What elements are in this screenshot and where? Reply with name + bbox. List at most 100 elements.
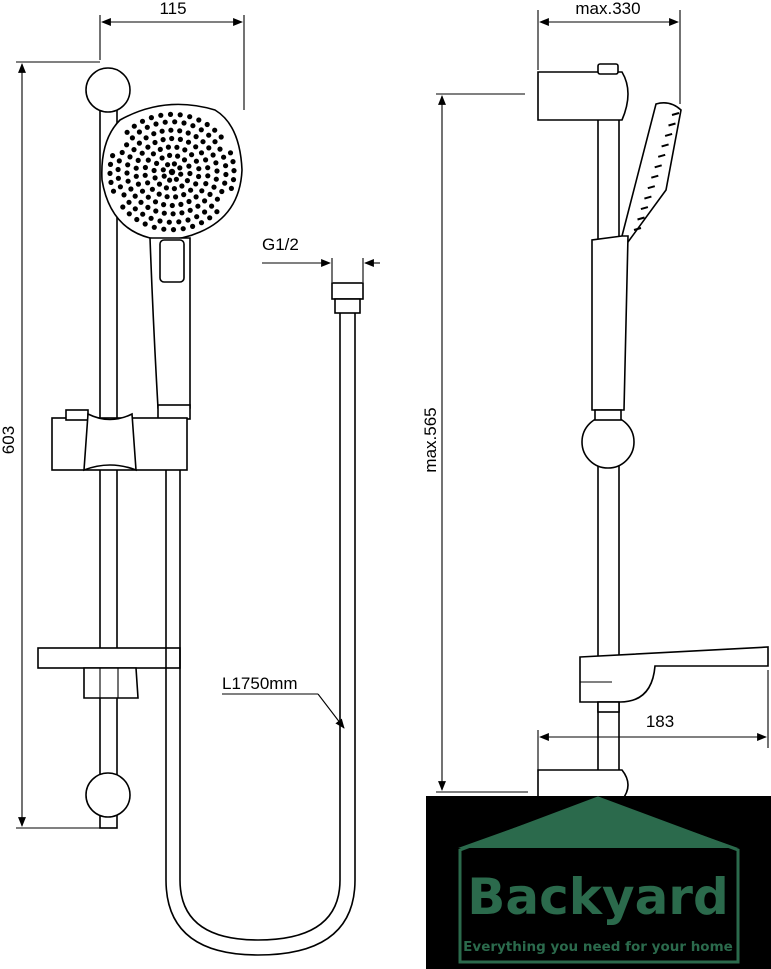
nozzle-dot	[179, 210, 185, 216]
side-nozzle-mark	[664, 132, 673, 137]
nozzle-dot	[121, 192, 127, 198]
nozzle-dot	[140, 211, 146, 217]
nozzle-dot	[205, 165, 211, 171]
nozzle-dot	[177, 128, 183, 134]
nozzle-dot	[207, 191, 213, 197]
nozzle-dot	[189, 152, 195, 158]
nozzle-dot	[156, 191, 162, 197]
nozzle-dot	[165, 144, 171, 150]
nozzle-dot	[194, 214, 200, 220]
nozzle-dot	[161, 202, 167, 208]
nozzle-dot	[199, 188, 205, 194]
nozzle-dot	[198, 150, 205, 156]
side-nozzle-marks	[633, 112, 680, 231]
nozzle-dot	[178, 171, 184, 177]
nozzle-dot	[214, 209, 220, 215]
nozzle-dot	[187, 114, 193, 120]
nozzle-dot	[151, 224, 157, 230]
side-nozzle-mark	[637, 216, 645, 221]
nozzle-dot	[193, 134, 199, 140]
front-slider-knob	[83, 412, 137, 472]
nozzle-dot	[126, 211, 132, 217]
nozzle-dot	[202, 209, 208, 215]
dim-thread: G1/2	[262, 235, 299, 254]
nozzle-dot	[181, 192, 187, 198]
nozzle-dot	[119, 149, 125, 156]
nozzle-dot	[185, 217, 191, 223]
nozzle-dot	[202, 198, 208, 204]
nozzle-dot	[184, 178, 190, 184]
front-handle-cuff	[157, 404, 191, 420]
nozzle-dot	[157, 218, 163, 224]
nozzle-dot	[124, 129, 130, 135]
nozzle-dot	[142, 221, 148, 227]
hose-outer-line	[165, 300, 356, 956]
nozzle-dot	[107, 161, 114, 167]
nozzle-dot	[174, 144, 180, 150]
nozzle-dot	[136, 129, 142, 135]
logo-roof	[458, 798, 738, 848]
nozzle-dot	[132, 206, 138, 212]
nozzle-dot	[125, 162, 131, 168]
nozzle-dot	[181, 120, 187, 126]
nozzle-dot	[204, 121, 210, 128]
nozzle-dot	[198, 127, 204, 133]
side-nozzle-mark	[668, 122, 676, 127]
nozzle-dot	[157, 146, 163, 152]
nozzle-dot	[198, 220, 205, 226]
nozzle-dot	[168, 127, 174, 133]
nozzle-dot	[145, 157, 151, 163]
nozzle-dot	[145, 204, 151, 210]
dim-hose-length: L1750mm	[222, 674, 298, 693]
dim-side-max-width: max.330	[575, 0, 640, 18]
nozzle-dot	[131, 123, 137, 129]
nozzle-dot	[161, 226, 167, 232]
nozzle-dot	[156, 181, 163, 187]
nozzle-dot	[136, 140, 142, 146]
nozzle-dot	[214, 196, 220, 202]
nozzle-dot	[124, 142, 130, 148]
nozzle-dot	[152, 199, 159, 205]
nozzle-dot	[165, 162, 171, 168]
nozzle-dot	[188, 187, 194, 193]
nozzle-dot	[125, 178, 131, 184]
nozzle-dot	[129, 135, 135, 141]
nozzle-dot	[176, 219, 182, 225]
nozzle-dot	[211, 184, 217, 190]
nozzle-dot	[200, 139, 206, 145]
nozzle-dot	[177, 165, 183, 171]
nozzle-dot	[115, 166, 121, 173]
nozzle-dot	[196, 173, 202, 180]
nozzle-dot	[151, 131, 157, 137]
nozzle-dot	[181, 157, 188, 163]
hose-connector-nut	[331, 282, 364, 300]
nozzle-dot	[196, 117, 202, 123]
hose-connector-sleeve	[334, 298, 361, 314]
nozzle-dot	[210, 152, 216, 158]
nozzle-dot	[139, 188, 146, 194]
nozzle-dot	[185, 139, 192, 145]
nozzle-dot	[142, 172, 148, 178]
nozzle-dot	[116, 158, 122, 164]
nozzle-dot	[126, 199, 132, 205]
nozzle-dot	[110, 188, 117, 194]
nozzle-dot	[138, 199, 144, 205]
nozzle-dot	[212, 139, 218, 145]
nozzle-dot	[213, 176, 219, 182]
nozzle-dot	[179, 183, 185, 189]
nozzle-dot	[193, 194, 199, 200]
nozzle-dot	[162, 119, 168, 125]
nozzle-dot	[169, 202, 175, 209]
nozzle-dot	[127, 154, 133, 160]
nozzle-dot	[145, 180, 151, 186]
nozzle-dot	[166, 219, 172, 225]
nozzle-dot	[163, 185, 169, 191]
nozzle-dot	[173, 194, 179, 200]
nozzle-dot	[128, 186, 134, 192]
nozzle-dot	[217, 146, 223, 152]
nozzle-dot	[219, 188, 225, 195]
nozzle-dot	[218, 134, 224, 140]
side-nozzle-mark	[633, 227, 642, 231]
nozzle-dot	[173, 176, 179, 182]
side-top-bracket	[537, 71, 629, 121]
